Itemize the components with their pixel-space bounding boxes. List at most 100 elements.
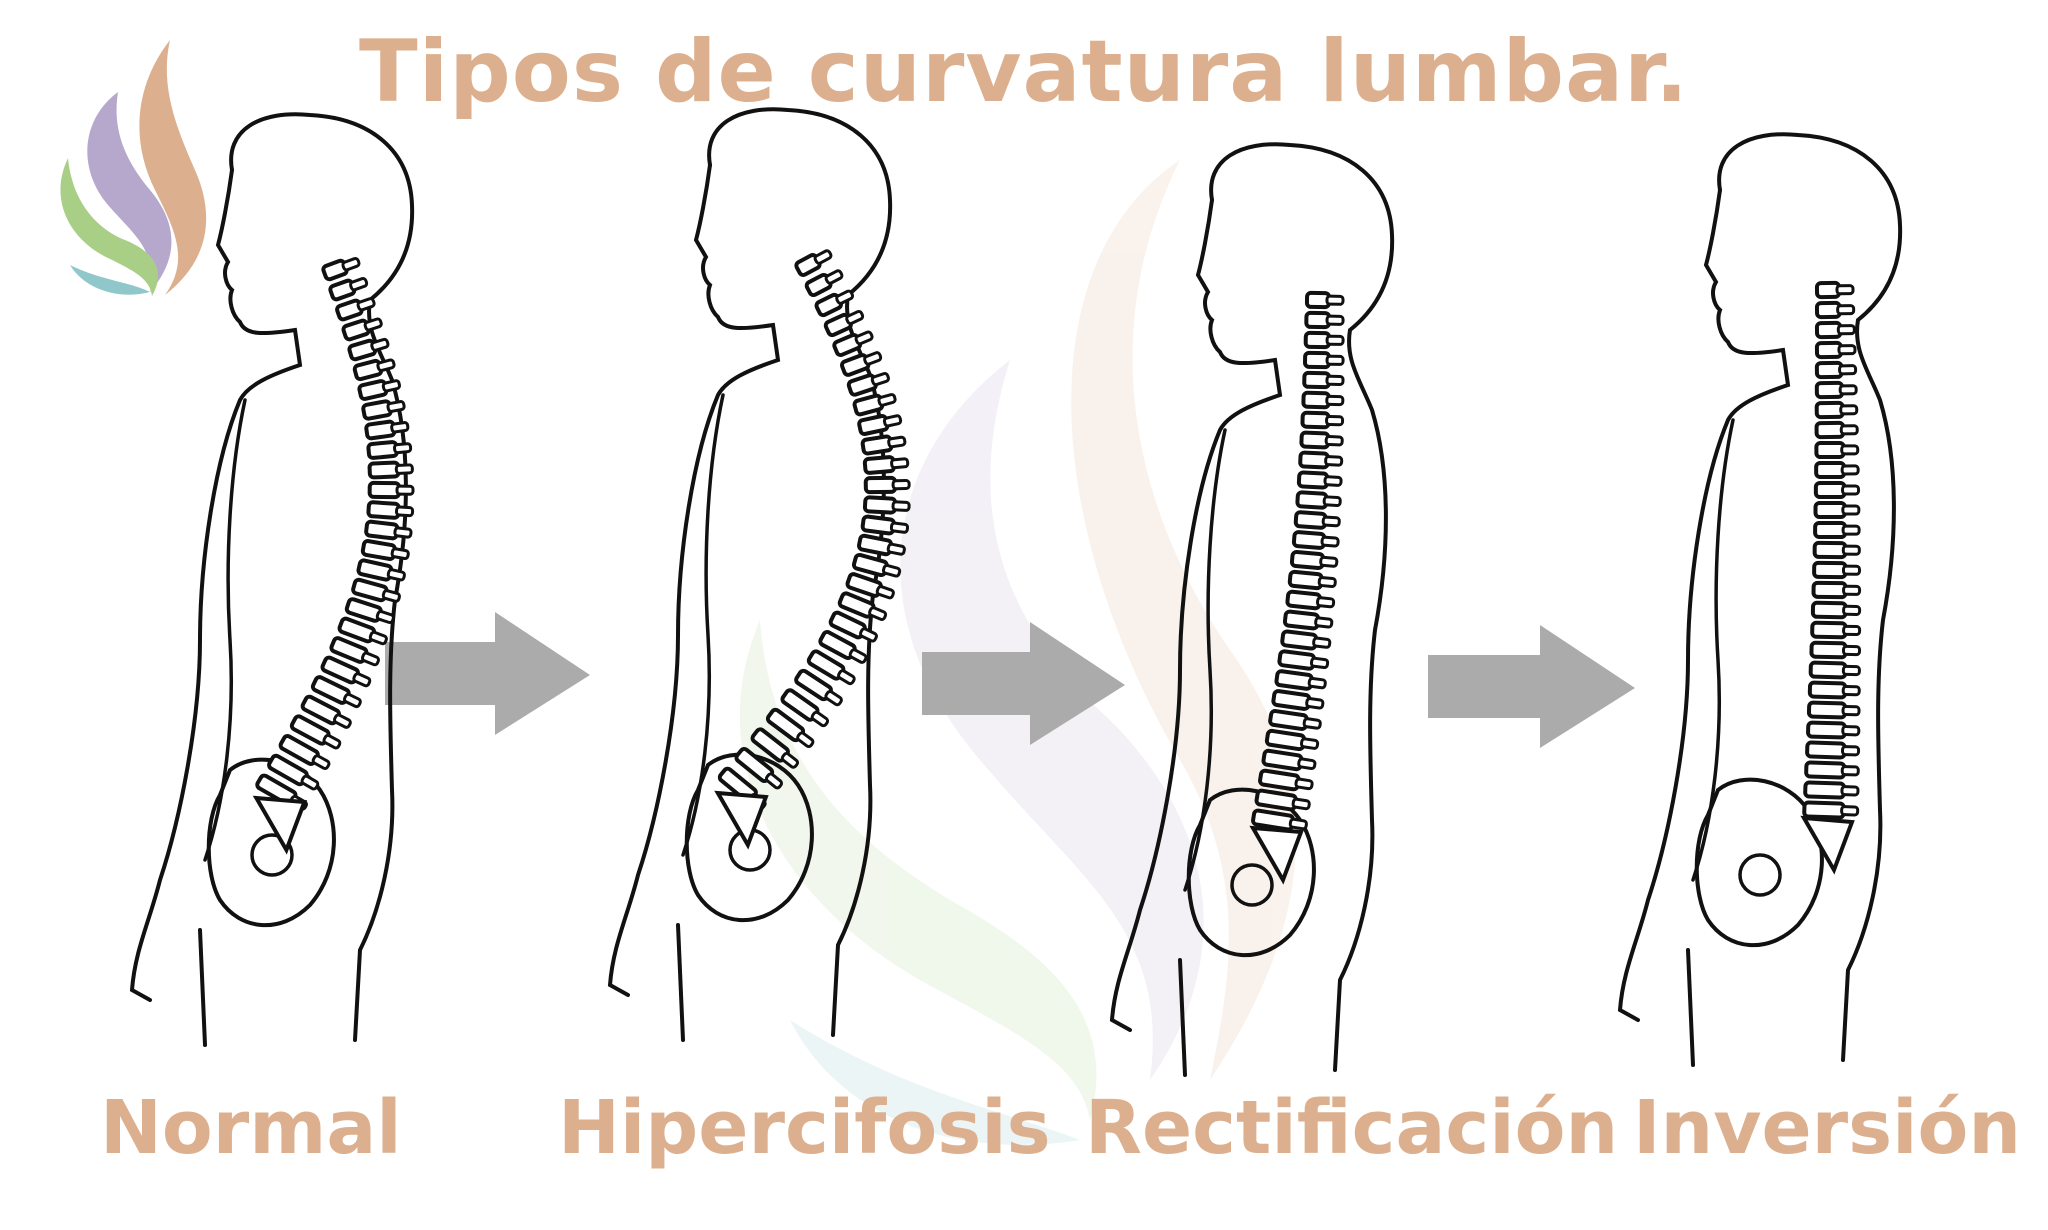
spinous-process [877, 393, 897, 407]
vertebra [367, 460, 401, 480]
vertebra [1812, 560, 1848, 580]
vertebra [1808, 660, 1848, 680]
vertebra [1261, 748, 1304, 772]
vertebra [1293, 510, 1328, 530]
vertebra [351, 577, 389, 603]
spinous-process [810, 710, 830, 728]
spinous-process [395, 505, 415, 518]
spinous-process [890, 457, 910, 470]
spinous-process [390, 547, 410, 561]
figure-hipercifosis [607, 107, 911, 1042]
spinous-process [1841, 644, 1862, 657]
spinous-process [1315, 596, 1336, 609]
spinous-process [1839, 404, 1859, 416]
spinous-process [1842, 624, 1862, 637]
spinous-process [370, 337, 390, 352]
spinous-process [395, 484, 415, 496]
sacrum [714, 790, 769, 850]
vertebra [862, 495, 898, 515]
spinous-process [1841, 725, 1861, 737]
spinous-process [1322, 495, 1342, 508]
spinous-process [381, 589, 401, 603]
leg-outline [1178, 958, 1187, 1077]
spinous-process [376, 358, 396, 372]
spinous-process [1312, 636, 1332, 649]
sacrum [1800, 815, 1855, 875]
spinous-process [1842, 584, 1862, 596]
vertebra [1813, 480, 1847, 500]
spinous-process [882, 414, 903, 428]
body-back-outline [1717, 132, 1903, 1062]
spinous-process [824, 269, 844, 285]
vertebra [1285, 589, 1322, 611]
hip-joint [1230, 863, 1274, 907]
spinous-process [868, 606, 888, 621]
leg-outline [1686, 948, 1695, 1067]
label-hipercifosis: Hipercifosis [558, 1085, 1051, 1171]
spinous-process [854, 330, 874, 346]
vertebra [1814, 440, 1846, 460]
vertebra [1814, 460, 1847, 480]
vertebra [1295, 490, 1329, 510]
label-normal: Normal [100, 1085, 402, 1171]
vertebra [1810, 600, 1848, 620]
body-front-outline [129, 168, 303, 1002]
spinous-process [1841, 705, 1861, 717]
spinous-process [1319, 555, 1339, 568]
vertebra [1802, 800, 1846, 820]
spinous-process [1297, 757, 1317, 771]
spinous-process [1842, 604, 1862, 616]
arrow-right-icon [1428, 625, 1635, 748]
vertebra [851, 552, 889, 578]
figures-group [129, 107, 1903, 1077]
vertebra [1282, 609, 1321, 631]
vertebra [1807, 680, 1848, 700]
spinous-process [1841, 564, 1861, 576]
figure-inversion [1617, 132, 1903, 1067]
leg-outline [676, 923, 685, 1042]
spinous-process [1839, 424, 1859, 436]
spinous-process [835, 289, 855, 305]
spinous-process [349, 277, 369, 292]
vertebra [1268, 709, 1309, 731]
vertebra [356, 558, 394, 582]
spinous-process [886, 542, 906, 556]
label-rectificacion: Rectificación [1085, 1085, 1619, 1171]
spinous-process [1841, 745, 1861, 757]
spinous-process [891, 479, 911, 491]
vertebra [1277, 649, 1316, 671]
spinous-process [375, 610, 395, 625]
arm-outline [1691, 418, 1735, 882]
vertebra [862, 455, 896, 475]
spinous-process [1314, 616, 1334, 629]
spinous-process [386, 568, 406, 582]
spinous-process [1840, 444, 1860, 456]
spinous-process [1838, 384, 1858, 396]
label-inversion: Inversión [1633, 1085, 2022, 1171]
spinous-process [1841, 684, 1861, 697]
spinous-process [837, 669, 856, 686]
arm-outline [203, 398, 247, 862]
spinous-process [1841, 524, 1861, 536]
vertebra [1298, 450, 1330, 470]
spinous-process [1325, 394, 1345, 407]
spinous-process [1324, 455, 1344, 467]
spinous-process [891, 500, 911, 512]
spinous-process [859, 627, 878, 643]
vertebra [1291, 530, 1327, 550]
spinous-process [863, 351, 883, 366]
vertebra [367, 480, 402, 500]
arrow-right-icon [922, 622, 1125, 745]
vertebra [364, 419, 397, 441]
spinous-process [1309, 656, 1330, 670]
spinous-process [1325, 334, 1345, 346]
spinous-process [1294, 777, 1314, 791]
sacrum [1249, 825, 1304, 885]
spinous-process [1325, 294, 1345, 306]
vertebra [1300, 410, 1331, 430]
arrow-right-icon [385, 612, 590, 735]
vertebra [1809, 640, 1848, 660]
vertebra [1303, 350, 1332, 370]
vertebra [1806, 720, 1847, 740]
